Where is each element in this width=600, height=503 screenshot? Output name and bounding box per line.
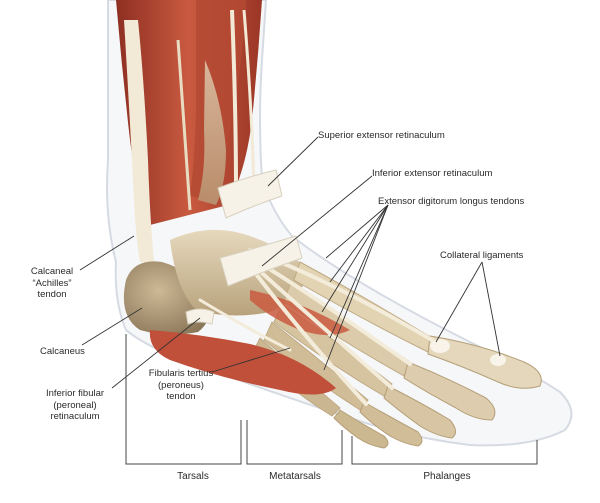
label-inferior-fibular-retinaculum: Inferior fibular (peroneal) retinaculum — [32, 388, 118, 423]
label-line: (peroneal) — [53, 399, 97, 411]
fibular-retinaculum — [185, 308, 215, 325]
phalanges-bones — [333, 335, 542, 449]
label-inferior-extensor-retinaculum: Inferior extensor retinaculum — [372, 168, 493, 179]
tibia-shaft — [198, 60, 226, 205]
label-line: Inferior fibular — [45, 388, 105, 399]
label-line: (peroneus) — [158, 379, 204, 391]
label-metatarsals: Metatarsals — [269, 471, 321, 482]
label-tarsals: Tarsals — [177, 471, 209, 482]
label-line: tendon — [37, 289, 67, 300]
inferior-extensor-retinaculum — [219, 235, 303, 287]
label-extensor-digitorum-longus-tendons: Extensor digitorum longus tendons — [378, 196, 525, 207]
label-line: Calcaneal — [30, 266, 74, 277]
leader-lines — [79, 136, 501, 389]
region-brackets — [125, 334, 538, 465]
superior-extensor-retinaculum — [217, 169, 283, 219]
collateral-ligament-1 — [430, 339, 450, 353]
label-line: “Achilles” — [32, 277, 72, 289]
label-calcaneus: Calcaneus — [40, 346, 85, 357]
label-superior-extensor-retinaculum: Superior extensor retinaculum — [318, 130, 445, 141]
label-phalanges: Phalanges — [423, 471, 471, 482]
collateral-ligament-2 — [490, 354, 506, 366]
label-line: retinaculum — [50, 411, 100, 422]
label-calcaneal-achilles-tendon: Calcaneal “Achilles” tendon — [20, 266, 84, 301]
label-line: tendon — [166, 391, 196, 402]
label-line: Fibularis tertius — [148, 368, 214, 379]
label-collateral-ligaments: Collateral ligaments — [440, 250, 524, 261]
achilles-tendon — [124, 20, 154, 262]
label-fibularis-tertius-tendon: Fibularis tertius (peroneus) tendon — [138, 368, 224, 403]
